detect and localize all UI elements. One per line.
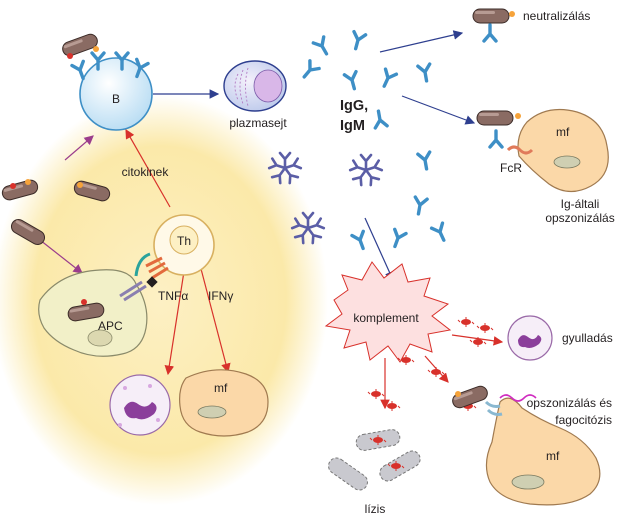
arrow-tnf xyxy=(164,264,186,376)
plasma-cell-label: plazmasejt xyxy=(229,116,287,130)
macrophage-middle: mf xyxy=(179,369,269,437)
inflammation-label: gyulladás xyxy=(562,331,613,345)
th-cell-label: Th xyxy=(177,234,191,248)
macrophage-label-1: mf xyxy=(556,125,570,139)
macrophage-label-3-upper: mf xyxy=(546,449,560,463)
arrow-bug-to-apc xyxy=(39,239,83,274)
b-cell-label: B xyxy=(112,92,120,106)
ig-opsonization-line2: opszonizálás xyxy=(545,211,614,225)
arrow-ifn xyxy=(199,264,231,374)
neutralization-group: neutralizálás xyxy=(472,8,590,43)
arrow-complement-to-inflammation xyxy=(451,334,504,346)
arrow-bug-to-b xyxy=(64,135,94,161)
complement-burst: komplement xyxy=(324,261,452,363)
arrow-to-ig-opsonization xyxy=(401,95,476,125)
th-cell: Th xyxy=(134,214,215,288)
tnf-label: TNFα xyxy=(158,289,188,303)
arrow-to-complement xyxy=(364,217,394,282)
ig-opsonization-group: mf FcR Ig-általi opszonizálás xyxy=(476,109,615,225)
cytokines-label: citokinek xyxy=(122,165,170,179)
fc-receptor-label: FcR xyxy=(500,161,522,175)
neutrophil-right: gyulladás xyxy=(507,315,613,361)
arrow-cytokines-to-b xyxy=(125,128,171,208)
apc-label: APC xyxy=(98,319,123,333)
opsonization-group: mf opszonizálás és fagocitózis xyxy=(450,383,612,506)
ifn-label: IFNγ xyxy=(208,289,233,303)
neutralization-label: neutralizálás xyxy=(523,9,590,23)
plasma-cell: plazmasejt xyxy=(223,60,287,130)
macrophage-label-2: mf xyxy=(214,381,228,395)
igg-antibodies xyxy=(297,29,451,253)
arrow-to-neutralization xyxy=(379,30,464,53)
bacteria-left xyxy=(0,178,112,248)
apc-cell: APC xyxy=(38,269,148,357)
b-cell: B xyxy=(60,31,153,131)
opsonization-line1: opszonizálás és xyxy=(527,396,612,410)
ig-opsonization-line1: Ig-általi xyxy=(561,197,600,211)
neutrophil-left xyxy=(109,374,171,436)
ig-label-line1: IgG, xyxy=(340,98,368,114)
lysis-label: lízis xyxy=(365,502,386,516)
lysis-group: lízis xyxy=(324,427,424,516)
ig-label-line2: IgM xyxy=(340,118,365,134)
opsonization-line2: fagocitózis xyxy=(555,413,612,427)
complement-label: komplement xyxy=(353,311,419,325)
